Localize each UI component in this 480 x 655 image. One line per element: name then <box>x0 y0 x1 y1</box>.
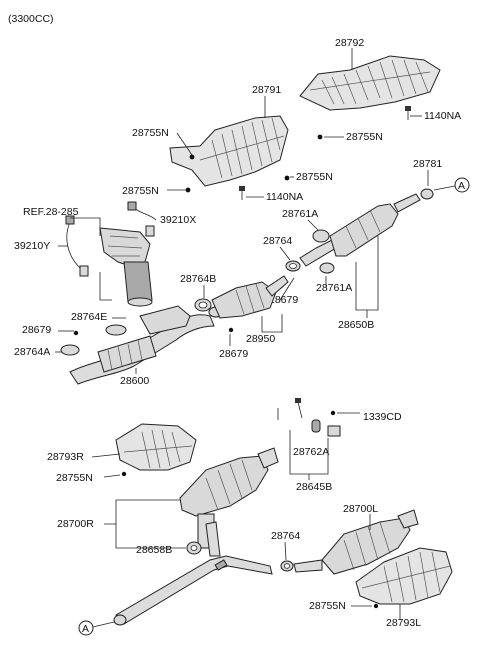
marker-A-top-text: A <box>458 180 465 192</box>
label-28792: 28792 <box>335 37 364 49</box>
catalytic-converter-28950 <box>211 275 289 346</box>
label-28755N-lower-right: 28755N <box>309 600 346 612</box>
label-28755N-mid-left: 28755N <box>122 185 159 197</box>
label-28700L: 28700L <box>343 503 378 515</box>
exhaust-manifold <box>99 227 153 307</box>
label-28755N-mid-right: 28755N <box>296 171 333 183</box>
leaders-28700R <box>104 499 186 549</box>
center-muffler-28650B <box>299 188 434 318</box>
label-28650B: 28650B <box>338 319 374 331</box>
oxygen-sensor-39210Y <box>58 215 89 277</box>
label-28645B: 28645B <box>296 481 332 493</box>
leaders-upper <box>167 48 429 198</box>
heat-shield-28793R <box>91 423 197 478</box>
label-28658B: 28658B <box>136 544 172 556</box>
label-28755N-lower-left: 28755N <box>56 472 93 484</box>
label-28764A: 28764A <box>14 346 50 358</box>
label-28755N-upper-right: 28755N <box>346 131 383 143</box>
rear-muffler-28700L <box>293 509 419 575</box>
marker-A-bottom-text: A <box>82 623 89 635</box>
reference-label: REF.28-285 <box>23 206 79 218</box>
label-1140NA-lower: 1140NA <box>266 191 303 203</box>
label-28761A-lower: 28761A <box>316 282 352 294</box>
label-28762A: 28762A <box>293 446 329 458</box>
rear-muffler-28700R <box>179 447 279 549</box>
connector-marker-A-top: A <box>433 177 470 193</box>
heat-shield-28793L <box>351 547 453 620</box>
label-28793R: 28793R <box>47 451 84 463</box>
heat-shield-28791 <box>169 115 289 187</box>
label-28761A-upper: 28761A <box>282 208 318 220</box>
gasket-28764-lower <box>280 541 294 572</box>
label-28679-right: 28679 <box>269 294 298 306</box>
label-28700R: 28700R <box>57 518 94 530</box>
label-28679-left: 28679 <box>22 324 51 336</box>
tail-pipe-assembly <box>113 521 273 626</box>
label-28764-lower: 28764 <box>271 530 300 542</box>
label-39210X: 39210X <box>160 214 196 226</box>
heat-shield-28792 <box>299 55 441 111</box>
label-28679-center: 28679 <box>219 348 248 360</box>
flange-28761A <box>279 219 335 301</box>
label-28793L: 28793L <box>386 617 421 629</box>
label-28600: 28600 <box>120 375 149 387</box>
hanger-28762A <box>277 398 360 480</box>
label-28791: 28791 <box>252 84 281 96</box>
engine-variant-label: (3300CC) <box>8 13 54 25</box>
connector-marker-A-bottom: A <box>78 620 115 636</box>
oxygen-sensor-39210X <box>127 201 157 237</box>
label-28950: 28950 <box>246 333 275 345</box>
gasket-28764-upper <box>279 246 301 272</box>
label-28764B: 28764B <box>180 273 216 285</box>
label-39210Y: 39210Y <box>14 240 50 252</box>
label-28764E: 28764E <box>71 311 107 323</box>
leaders-front-pipe <box>55 317 137 374</box>
label-28764-upper: 28764 <box>263 235 292 247</box>
label-1339CD: 1339CD <box>363 411 402 423</box>
front-pipe-28600 <box>60 305 215 385</box>
gasket-28658B <box>186 541 202 555</box>
label-28755N-upper-left: 28755N <box>132 127 169 139</box>
label-28781: 28781 <box>413 158 442 170</box>
fasteners-upper <box>185 106 411 200</box>
leader-28764E <box>99 272 112 301</box>
label-1140NA-upper: 1140NA <box>424 110 461 122</box>
